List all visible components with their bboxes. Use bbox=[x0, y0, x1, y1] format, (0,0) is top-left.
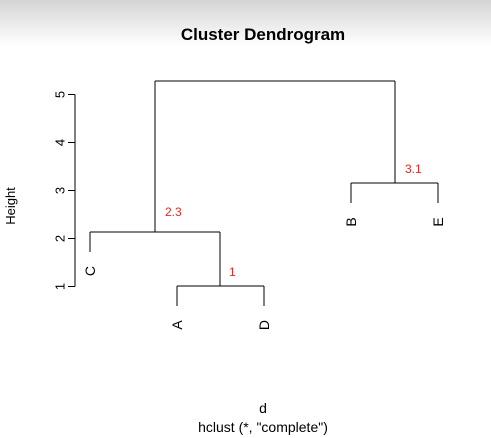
y-axis-label: Height bbox=[3, 187, 18, 225]
leaf-label-d: D bbox=[256, 320, 272, 330]
y-tick-label-5: 5 bbox=[53, 91, 68, 98]
y-tick-label-3: 3 bbox=[53, 187, 68, 194]
dendrogram-branches bbox=[89, 80, 439, 306]
leaf-label-e: E bbox=[430, 217, 446, 226]
branch-root bbox=[154, 80, 396, 232]
y-tick-label-1: 1 bbox=[53, 283, 68, 290]
x-axis-label: d bbox=[259, 400, 267, 416]
y-tick-label-2: 2 bbox=[53, 235, 68, 242]
y-tick-label-4: 4 bbox=[53, 139, 68, 146]
window-top-shade bbox=[0, 0, 491, 46]
branch-a-d bbox=[176, 285, 265, 306]
height-annotation-c-ad: 2.3 bbox=[165, 205, 182, 219]
height-annotation-a-d: 1 bbox=[229, 265, 236, 279]
plot-title: Cluster Dendrogram bbox=[181, 25, 345, 44]
leaf-label-c: C bbox=[82, 266, 98, 276]
y-axis-ticks: 1 2 3 4 5 bbox=[53, 91, 75, 290]
height-annotation-b-e: 3.1 bbox=[405, 162, 422, 176]
leaf-label-a: A bbox=[169, 320, 185, 330]
branch-b-e bbox=[350, 182, 439, 203]
branch-c-ad bbox=[89, 231, 221, 286]
leaf-label-b: B bbox=[343, 217, 359, 226]
method-subtitle: hclust (*, "complete") bbox=[198, 419, 328, 435]
